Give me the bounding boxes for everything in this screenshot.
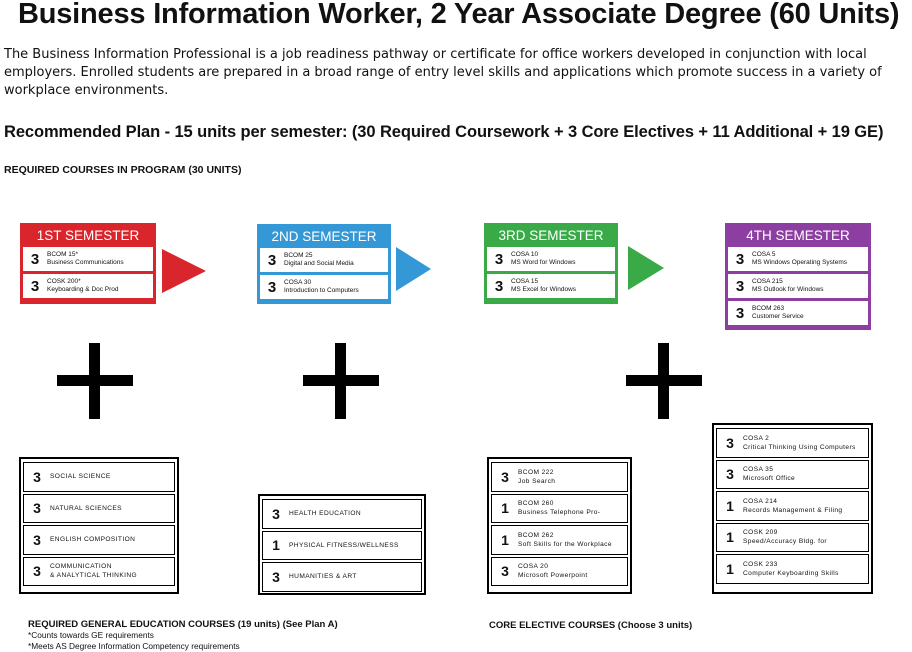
arrow-right-icon [396,247,431,291]
arrow-right-icon [162,249,206,293]
semester-1-block: 1ST SEMESTER 3 BCOM 15*Business Communic… [20,223,156,304]
course-item: 3 BCOM 15*Business Communications [23,247,153,271]
ge-footer: REQUIRED GENERAL EDUCATION COURSES (19 u… [28,619,338,630]
footnote-competency: *Meets AS Degree Information Competency … [28,641,240,651]
semester-title: 3RD SEMESTER [498,228,604,243]
required-courses-heading: REQUIRED COURSES IN PROGRAM (30 UNITS) [4,164,242,176]
footnote-ge: *Counts towards GE requirements [28,630,154,640]
semester-title: 2ND SEMESTER [271,229,377,244]
semester-title: 4TH SEMESTER [746,228,850,243]
page-title: Business Information Worker, 2 Year Asso… [18,0,900,30]
plus-icon [57,343,133,419]
elective-footer: CORE ELECTIVE COURSES (Choose 3 units) [489,620,693,631]
arrow-right-icon [628,246,664,290]
intro-paragraph: The Business Information Professional is… [4,47,882,98]
plus-icon [626,343,702,419]
course-item: 3 COSK 200*Keyboarding & Doc Prod [23,274,153,298]
plan-heading: Recommended Plan - 15 units per semester… [4,123,884,141]
plus-icon [303,343,379,419]
semester-title: 1ST SEMESTER [36,228,140,243]
